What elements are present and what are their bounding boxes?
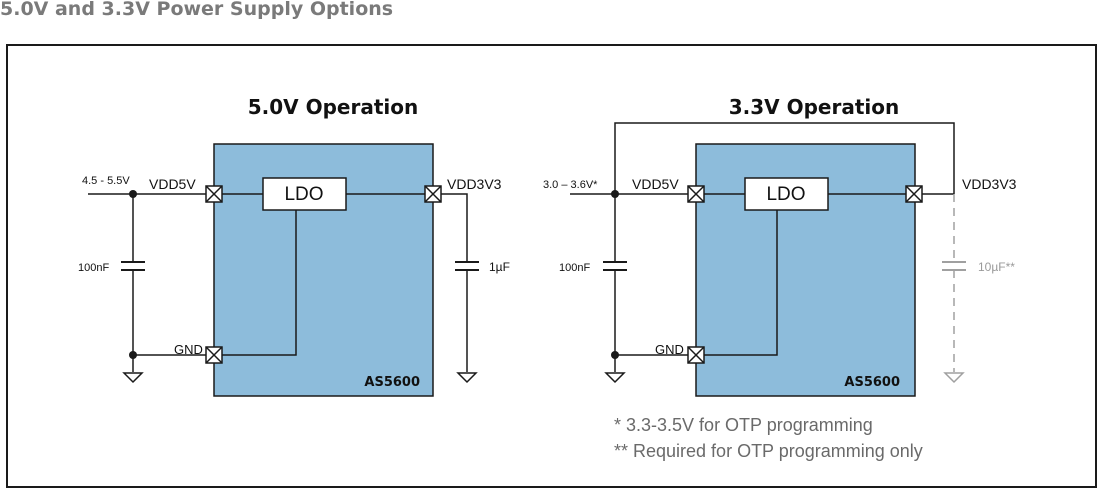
right-pin-vdd3v3 [905, 185, 923, 203]
right-cap-in-label: 100nF [559, 262, 590, 274]
right-chip-body [695, 143, 916, 397]
right-cap-out-label: 10µF** [978, 260, 1015, 274]
right-supply-range: 3.0 – 3.6V* [543, 179, 598, 191]
right-ground-symbol [604, 372, 626, 384]
left-vdd3v3-wire [441, 193, 468, 262]
left-cap-in-label: 100nF [78, 262, 109, 274]
page-title: 5.0V and 3.3V Power Supply Options [0, 0, 394, 20]
left-ldo-label: LDO [284, 184, 323, 205]
right-ldo-label: LDO [766, 184, 805, 205]
left-circuit: 5.0V Operation AS5600 LDO VDD5V VDD3V3 G… [78, 95, 510, 397]
right-pin-gnd [687, 346, 705, 364]
right-junction-gnd [611, 351, 619, 359]
left-pin-vdd5v [205, 185, 223, 203]
left-supply-range: 4.5 - 5.5V [82, 175, 130, 187]
footnote-otp-required: ** Required for OTP programming only [614, 441, 923, 461]
right-title: 3.3V Operation [729, 95, 900, 119]
right-ground-symbol-out [943, 372, 965, 384]
left-ldo-block [262, 177, 347, 211]
right-circuit: 3.3V Operation AS5600 LDO VDD5V VDD3V3 G… [543, 95, 1017, 397]
left-ground-symbol [122, 372, 144, 384]
right-vdd3v3-label: VDD3V3 [962, 176, 1017, 192]
left-pin-vdd3v3 [424, 185, 442, 203]
diagram-frame [6, 44, 1097, 488]
right-pin-vdd5v [687, 185, 705, 203]
right-bypass-wire [614, 122, 955, 194]
left-vdd5v-label: VDD5V [149, 176, 196, 192]
footnote-otp-range: * 3.3-3.5V for OTP programming [614, 415, 873, 435]
left-chip-label: AS5600 [364, 375, 420, 390]
left-gnd-label: GND [174, 342, 203, 357]
left-vdd3v3-label: VDD3V3 [447, 176, 502, 192]
left-cap-out-label: 1µF [489, 260, 510, 274]
right-gnd-label: GND [655, 342, 684, 357]
left-pin-gnd [205, 346, 223, 364]
left-junction-gnd [129, 351, 137, 359]
left-wire-ldo-gnd [222, 210, 297, 356]
right-vdd5v-label: VDD5V [632, 176, 679, 192]
left-title: 5.0V Operation [248, 95, 419, 119]
left-ground-symbol-out [456, 372, 478, 384]
right-chip-label: AS5600 [844, 375, 900, 390]
right-wire-ldo-gnd [704, 210, 778, 356]
